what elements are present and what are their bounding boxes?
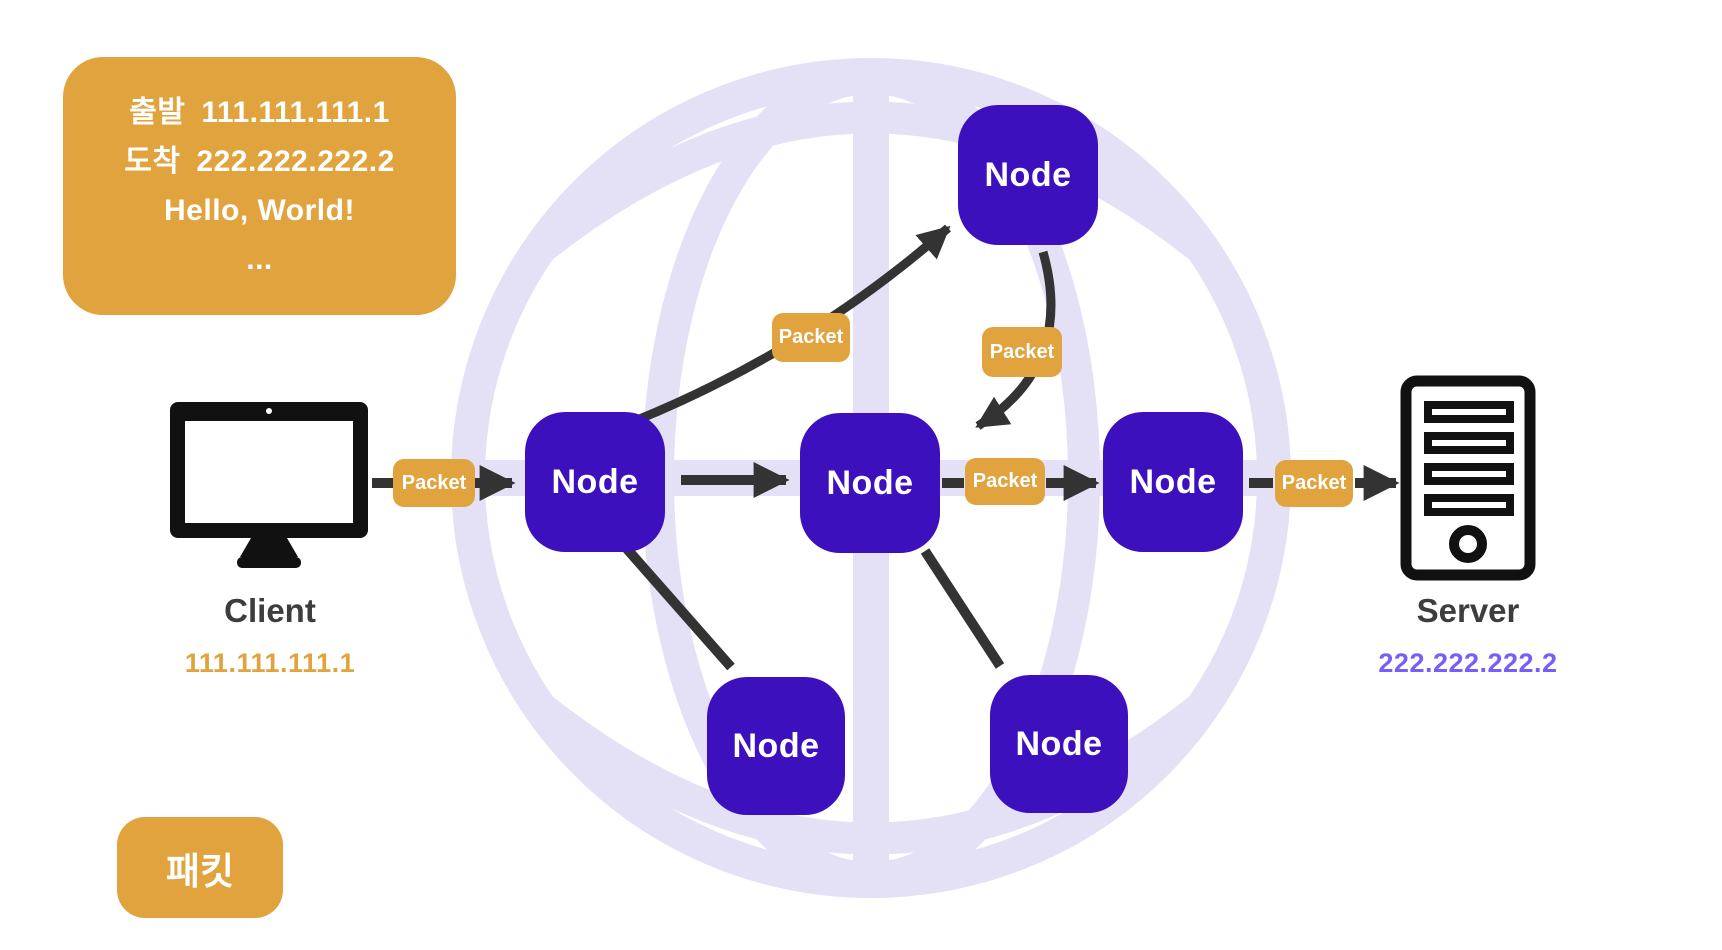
departure-ip: 111.111.111.1 — [201, 96, 390, 129]
link-node1-to-bottomleft — [623, 545, 735, 671]
node-bottom-right: Node — [990, 675, 1128, 813]
node-top: Node — [958, 105, 1098, 245]
packet-chip-client-edge: Packet — [393, 459, 475, 507]
client-ip: 111.111.111.1 — [184, 648, 356, 678]
client-label: Client — [224, 592, 316, 629]
arrival-label: 도착 — [124, 145, 181, 178]
node-row-1: Node — [525, 412, 665, 552]
payload-message: Hello, World! — [164, 194, 355, 227]
node-row-3: Node — [1103, 412, 1243, 552]
node-row-2: Node — [800, 413, 940, 553]
packet-contents-box: 출발 111.111.111.1 도착 222.222.222.2 Hello,… — [63, 57, 456, 315]
server-ip: 222.222.222.2 — [1378, 648, 1558, 678]
packet-chip-curve-up: Packet — [772, 313, 850, 362]
node-bottom-left: Node — [707, 677, 845, 815]
packet-chip-curve-down: Packet — [982, 327, 1062, 377]
link-node2-to-bottomright — [920, 548, 1005, 669]
server-label: Server — [1416, 592, 1520, 629]
arrival-row: 도착 222.222.222.2 — [124, 137, 395, 186]
packet-legend-box: 패킷 — [117, 817, 283, 918]
client-computer-icon — [170, 402, 368, 568]
arrival-ip: 222.222.222.2 — [196, 145, 395, 178]
packet-chip-server-edge: Packet — [1275, 460, 1353, 507]
server-icon — [1400, 375, 1536, 581]
packet-flow-arrows — [372, 224, 1400, 671]
payload-ellipsis: ... — [246, 243, 273, 276]
departure-label: 출발 — [129, 96, 186, 129]
departure-row: 출발 111.111.111.1 — [129, 88, 390, 137]
packet-chip-mid: Packet — [965, 458, 1045, 505]
